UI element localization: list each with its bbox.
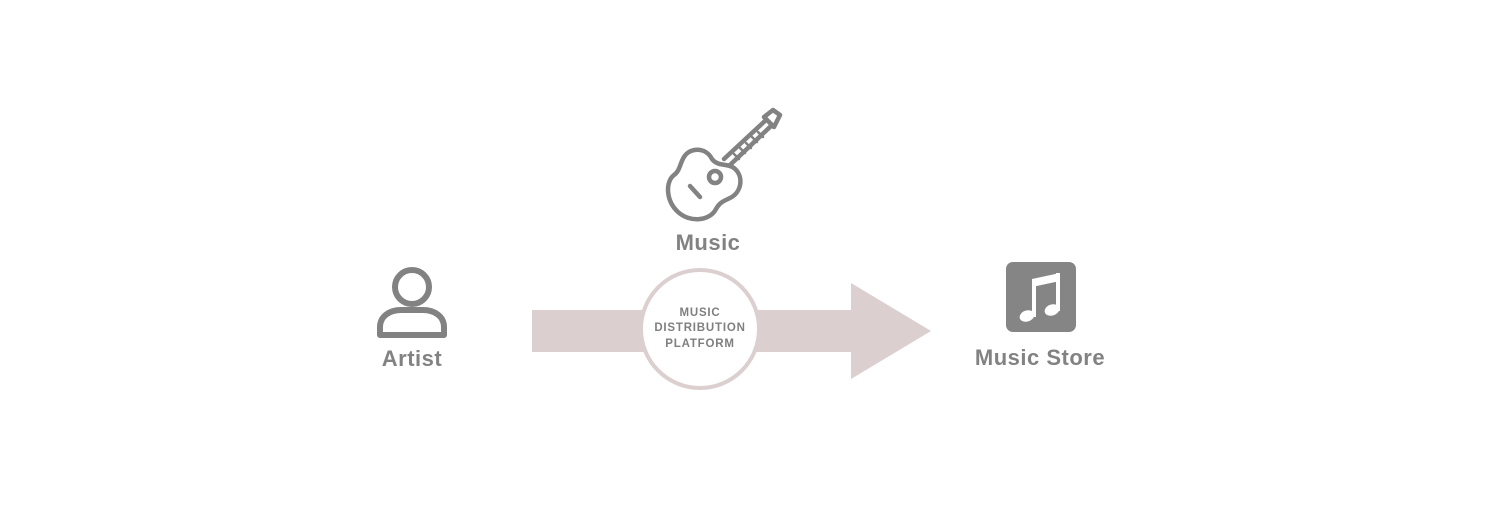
- platform-label-line: DISTRIBUTION: [654, 322, 746, 335]
- platform-label-line: MUSIC: [679, 306, 721, 319]
- artist-label: Artist: [381, 346, 443, 371]
- platform-circle: MUSIC DISTRIBUTION PLATFORM: [639, 268, 761, 390]
- music-note-icon: [1019, 273, 1060, 322]
- platform-label-line: PLATFORM: [665, 337, 735, 350]
- guitar-icon: [665, 107, 783, 222]
- music-label: Music: [675, 230, 741, 255]
- music-store-label: Music Store: [974, 345, 1106, 370]
- person-icon: [377, 267, 447, 338]
- music-store-tile: [1006, 262, 1076, 332]
